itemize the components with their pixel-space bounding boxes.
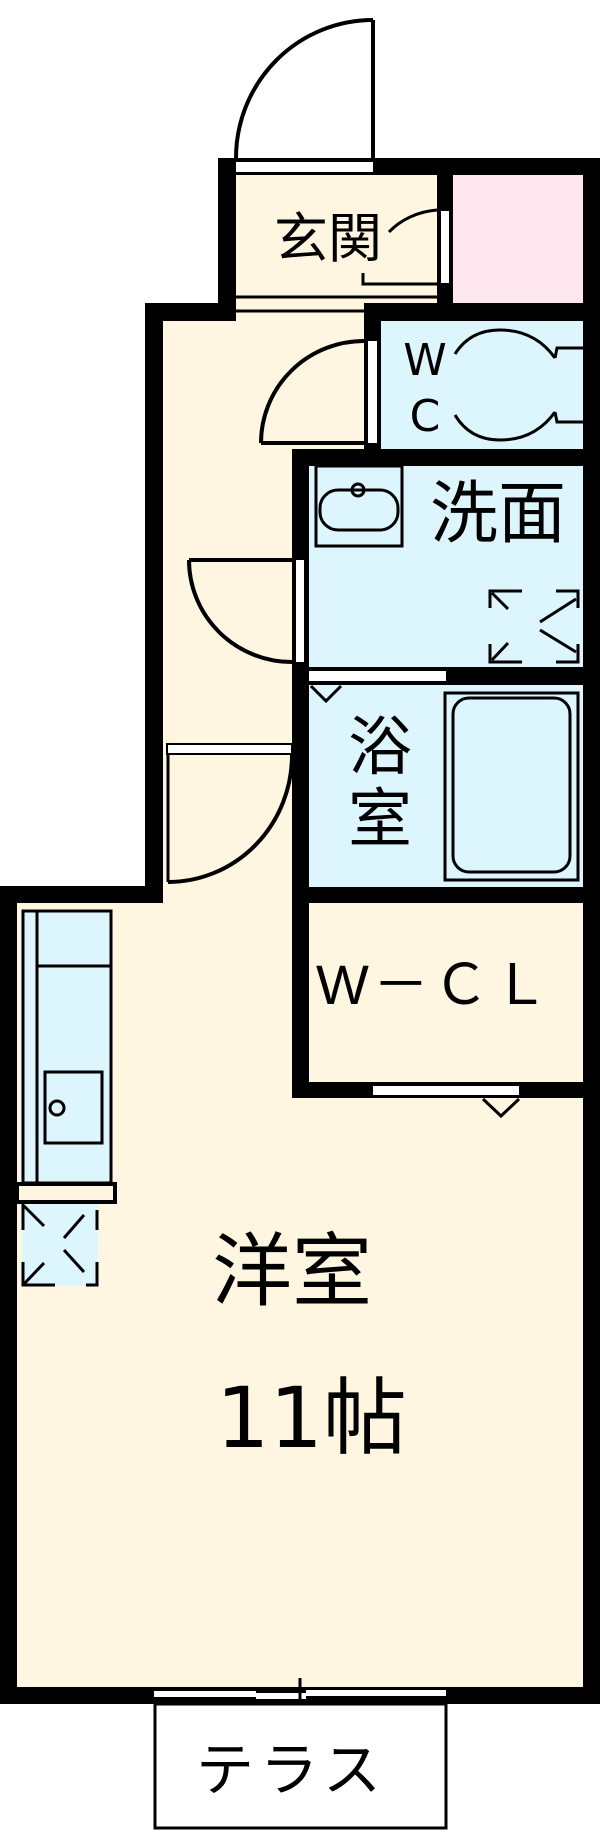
bathroom-label: 浴室 [348, 711, 412, 857]
washer-space-icon [488, 589, 580, 664]
entrance-door-icon [234, 18, 375, 160]
kitchen-sink-icon [43, 1070, 104, 1145]
washroom-floor [309, 466, 583, 667]
vanity-sink-icon [314, 464, 404, 548]
wc-door-icon [259, 339, 377, 445]
wcl-sliding-door-icon [373, 1086, 521, 1119]
wc-floor [381, 321, 583, 449]
genkan-step-lines [236, 295, 437, 321]
toilet-label-line1: W [403, 335, 447, 386]
room-door-icon [166, 743, 294, 884]
entrance-door-opening [236, 162, 373, 172]
counter-end-plate [15, 1182, 117, 1204]
toilet-label-line2: C [409, 391, 441, 442]
bathtub-icon [443, 691, 580, 882]
corridor-floor-lower [163, 443, 292, 903]
shoe-closet-door-icon [361, 208, 449, 286]
toilet-label: W C [396, 333, 454, 445]
genkan-floor [236, 175, 437, 303]
entry-storage-floor [453, 175, 583, 303]
walk-in-closet-label: W－ＣＬ [316, 953, 553, 1016]
bath-sliding-door-icon [309, 671, 446, 704]
washroom-door-icon [187, 558, 304, 664]
washroom-label: 洗面 [430, 475, 567, 554]
terrace-outline [153, 1702, 448, 1830]
western-room-floor-top [163, 886, 292, 1098]
western-room-size: 11帖 [216, 1369, 407, 1467]
terrace-label: テラス [196, 1736, 387, 1804]
toilet-icon [453, 328, 583, 442]
entrance-label: 玄関 [274, 207, 382, 270]
western-room-label: 洋室 [212, 1225, 372, 1318]
laundry-space-icon [21, 1204, 99, 1287]
